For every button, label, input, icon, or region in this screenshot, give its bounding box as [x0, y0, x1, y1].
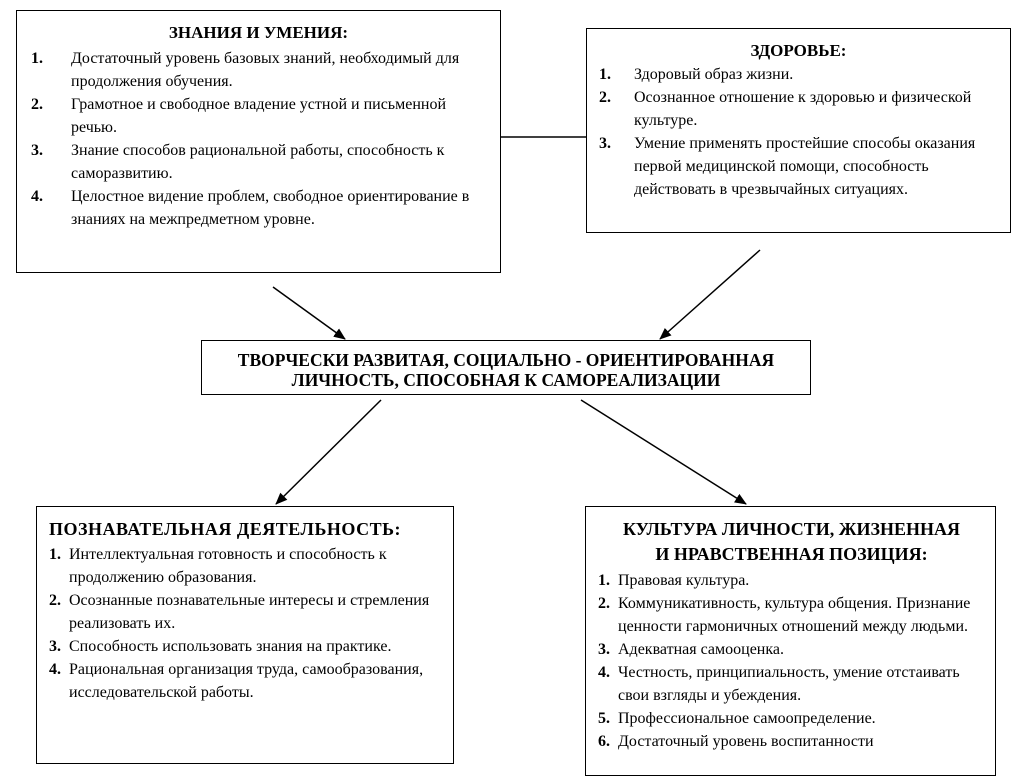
item-number: 3. — [49, 638, 61, 655]
item-number: 1. — [31, 50, 43, 67]
central-personality-box: ТВОРЧЕСКИ РАЗВИТАЯ, СОЦИАЛЬНО - ОРИЕНТИР… — [201, 340, 811, 395]
cognitive-list: 1. Интеллектуальная готовность и способно… — [49, 543, 443, 704]
item-text: Достаточный уровень базовых знаний, необ… — [71, 50, 460, 90]
culture-title-line-2: И НРАВСТВЕННАЯ ПОЗИЦИЯ: — [655, 544, 928, 564]
central-title-line-1: ТВОРЧЕСКИ РАЗВИТАЯ, СОЦИАЛЬНО - ОРИЕНТИР… — [237, 350, 775, 370]
item-number: 4. — [31, 188, 43, 205]
item-text: Коммуникативность, культура общения. При… — [618, 595, 971, 635]
list-item: 4. Честность, принципиальность, умение от… — [598, 661, 985, 707]
health-title: ЗДОРОВЬЕ: — [750, 41, 847, 60]
item-text: Здоровый образ жизни. — [634, 66, 794, 83]
item-text: Профессиональное самоопределение. — [618, 710, 876, 727]
cognitive-activity-box: ПОЗНАВАТЕЛЬНАЯ ДЕЯТЕЛЬНОСТЬ: 1. Интеллект… — [36, 506, 454, 764]
list-item: 2. Коммуникативность, культура общения. П… — [598, 592, 985, 638]
arrow-center-to-cognitive — [275, 399, 382, 505]
list-item: 1. Правовая культура. — [598, 569, 985, 592]
item-text: Осознанные познавательные интересы и стр… — [69, 592, 430, 632]
knowledge-title: ЗНАНИЯ И УМЕНИЯ: — [168, 23, 349, 42]
list-item: 3. Умение применять простейшие способы ок… — [599, 132, 998, 201]
item-number: 2. — [598, 595, 610, 612]
item-number: 3. — [31, 142, 43, 159]
item-text: Знание способов рациональной работы, спо… — [71, 142, 445, 182]
item-number: 4. — [598, 664, 610, 681]
health-list: 1. Здоровый образ жизни. 2. Осознанное отн… — [599, 63, 998, 201]
list-item: 6. Достаточный уровень воспитанности — [598, 730, 985, 753]
item-number: 4. — [49, 661, 61, 678]
item-number: 2. — [31, 96, 43, 113]
item-text: Способность использовать знания на практ… — [69, 638, 392, 655]
list-item: 1. Достаточный уровень базовых знаний, не… — [31, 47, 486, 93]
knowledge-skills-box: ЗНАНИЯ И УМЕНИЯ: 1. Достаточный уровень б… — [16, 10, 501, 273]
item-text: Умение применять простейшие способы оказ… — [634, 135, 976, 198]
item-text: Рациональная организация труда, самообра… — [69, 661, 424, 701]
culture-position-box: КУЛЬТУРА ЛИЧНОСТИ, ЖИЗНЕННАЯ И НРАВСТВЕН… — [585, 506, 996, 776]
item-number: 3. — [598, 641, 610, 658]
item-text: Грамотное и свободное владение устной и … — [71, 96, 447, 136]
item-text: Интеллектуальная готовность и способност… — [69, 546, 387, 586]
culture-list: 1. Правовая культура. 2. Коммуникативность… — [598, 569, 985, 753]
list-item: 2. Грамотное и свободное владение устной … — [31, 93, 486, 139]
item-number: 3. — [599, 135, 611, 152]
item-number: 1. — [49, 546, 61, 563]
item-number: 2. — [49, 592, 61, 609]
list-item: 3. Способность использовать знания на пра… — [49, 635, 443, 658]
knowledge-list: 1. Достаточный уровень базовых знаний, не… — [31, 47, 486, 231]
item-number: 5. — [598, 710, 610, 727]
item-number: 2. — [599, 89, 611, 106]
health-box: ЗДОРОВЬЕ: 1. Здоровый образ жизни. 2. Осоз… — [586, 28, 1011, 233]
culture-title-line-1: КУЛЬТУРА ЛИЧНОСТИ, ЖИЗНЕННАЯ — [622, 519, 961, 539]
list-item: 3. Знание способов рациональной работы, с… — [31, 139, 486, 185]
cognitive-title: ПОЗНАВАТЕЛЬНАЯ ДЕЯТЕЛЬНОСТЬ: — [49, 519, 401, 539]
list-item: 2. Осознанное отношение к здоровью и физи… — [599, 86, 998, 132]
arrow-center-to-culture — [580, 399, 747, 505]
arrow-knowledge-to-center — [272, 286, 346, 340]
list-item: 4. Целостное видение проблем, свободное о… — [31, 185, 486, 231]
item-number: 1. — [598, 572, 610, 589]
item-text: Правовая культура. — [618, 572, 750, 589]
list-item: 5. Профессиональное самоопределение. — [598, 707, 985, 730]
item-text: Целостное видение проблем, свободное ори… — [71, 188, 470, 228]
item-text: Адекватная самооценка. — [618, 641, 784, 658]
item-text: Осознанное отношение к здоровью и физиче… — [634, 89, 972, 129]
central-title-line-2: ЛИЧНОСТЬ, СПОСОБНАЯ К САМОРЕАЛИЗАЦИИ — [291, 370, 721, 390]
arrow-health-to-center — [659, 249, 761, 340]
list-item: 2. Осознанные познавательные интересы и с… — [49, 589, 443, 635]
item-number: 1. — [599, 66, 611, 83]
list-item: 1. Интеллектуальная готовность и способно… — [49, 543, 443, 589]
item-text: Достаточный уровень воспитанности — [618, 733, 874, 750]
list-item: 4. Рациональная организация труда, самооб… — [49, 658, 443, 704]
item-text: Честность, принципиальность, умение отст… — [618, 664, 960, 704]
item-number: 6. — [598, 733, 610, 750]
list-item: 1. Здоровый образ жизни. — [599, 63, 998, 86]
list-item: 3. Адекватная самооценка. — [598, 638, 985, 661]
